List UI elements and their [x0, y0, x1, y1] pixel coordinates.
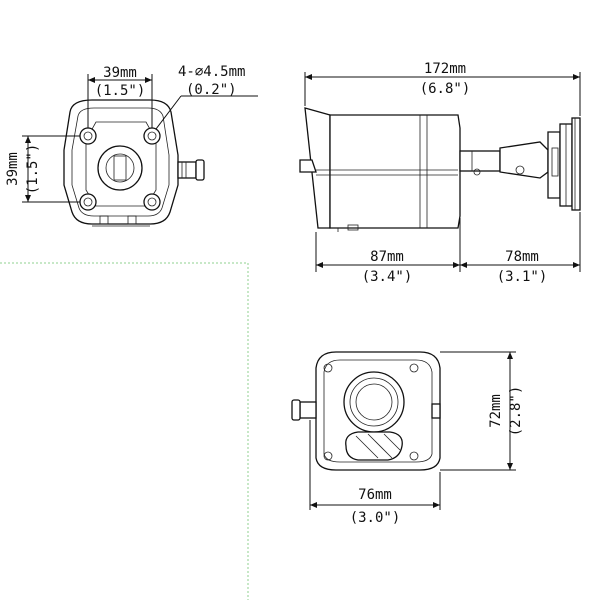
side-body-mm: 87mm	[370, 249, 404, 265]
front-width-in: (3.0")	[350, 510, 401, 526]
hole-spec-in: (0.2")	[186, 82, 237, 98]
side-view: 172mm (6.8") 87mm (3.4") 78mm (3.1")	[299, 61, 581, 285]
side-body-in: (3.4")	[362, 269, 413, 285]
front-height-in: (2.8")	[508, 386, 524, 437]
side-total-in: (6.8")	[420, 81, 471, 97]
front-height-mm: 72mm	[488, 394, 504, 428]
bottom-height-mm: 39mm	[5, 152, 21, 186]
front-width-mm: 76mm	[358, 487, 392, 503]
dashed-frame	[0, 262, 249, 600]
side-bracket-mm: 78mm	[505, 249, 539, 265]
bottom-height-in: (1.5")	[25, 144, 41, 195]
side-total-mm: 172mm	[424, 61, 466, 77]
bottom-view: 39mm (1.5") 39mm (1.5") 4-∅4.5mm (0.2")	[5, 64, 258, 227]
bottom-width-mm: 39mm	[103, 65, 137, 81]
side-bracket-in: (3.1")	[497, 269, 548, 285]
front-view: 72mm (2.8") 76mm (3.0")	[291, 351, 524, 526]
bottom-width-in: (1.5")	[95, 83, 146, 99]
hole-spec: 4-∅4.5mm	[178, 64, 245, 80]
